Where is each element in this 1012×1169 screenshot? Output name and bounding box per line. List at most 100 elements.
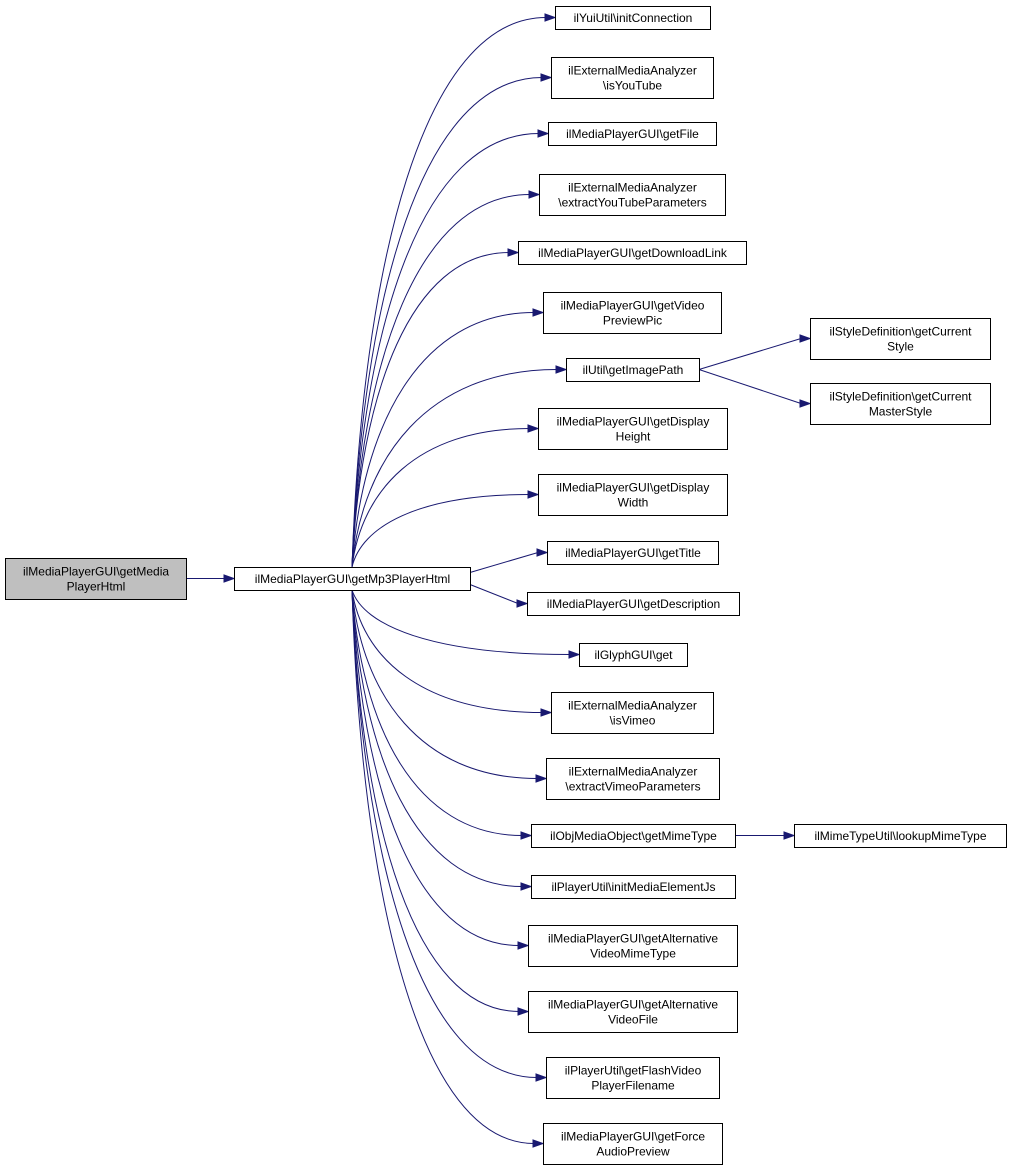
node-box (528, 991, 738, 1033)
edge-line (351, 589, 535, 1144)
node-mp3[interactable]: ilMediaPlayerGUI\getMp3PlayerHtml (234, 567, 471, 591)
edge-mp3-to-isYouTube (351, 73, 553, 568)
node-extractYouTube[interactable]: ilExternalMediaAnalyzer\extractYouTubePa… (539, 174, 726, 216)
edge-mp3-to-getAltVideoMimeType (351, 589, 530, 950)
arrowhead-icon (544, 13, 557, 22)
edge-root-to-mp3 (186, 574, 236, 583)
node-box (810, 383, 991, 425)
node-label: ilExternalMediaAnalyzer (568, 64, 697, 78)
arrowhead-icon (528, 190, 541, 199)
edges-layer (186, 13, 812, 1148)
node-getFile[interactable]: ilMediaPlayerGUI\getFile (548, 122, 717, 146)
edge-mp3-to-getDisplayHeight (351, 424, 540, 568)
node-label: AudioPreview (596, 1145, 670, 1159)
edge-mp3-to-getDownloadLink (351, 248, 520, 568)
arrowhead-icon (540, 708, 553, 717)
node-label: ilGlyphGUI\get (594, 648, 673, 662)
edge-mp3-to-extractYouTube (351, 190, 541, 568)
edge-line (698, 338, 802, 370)
edge-line (351, 17, 547, 568)
arrowhead-icon (532, 308, 545, 317)
edge-line (351, 589, 520, 1012)
arrowhead-icon (223, 574, 236, 583)
node-label: \extractYouTubeParameters (558, 196, 707, 210)
edge-line (351, 589, 571, 655)
node-getDownloadLink[interactable]: ilMediaPlayerGUI\getDownloadLink (518, 241, 747, 265)
node-label: PreviewPic (603, 314, 662, 328)
node-label: ilMediaPlayerGUI\getForce (561, 1130, 705, 1144)
edge-mp3-to-getAltVideoFile (351, 589, 530, 1016)
node-isVimeo[interactable]: ilExternalMediaAnalyzer\isVimeo (551, 692, 714, 734)
node-box (551, 57, 714, 99)
node-label: \extractVimeoParameters (565, 780, 700, 794)
edge-mp3-to-getDescription (469, 584, 529, 608)
node-initConnection[interactable]: ilYuiUtil\initConnection (555, 6, 711, 30)
edge-getImagePath-to-getCurrentStyle (698, 334, 812, 370)
edge-mp3-to-glyphGet (351, 589, 581, 659)
edge-line (351, 252, 510, 568)
node-box (538, 408, 728, 450)
node-box (566, 358, 700, 382)
arrowhead-icon (540, 73, 553, 82)
node-getTitle[interactable]: ilMediaPlayerGUI\getTitle (547, 541, 719, 565)
edge-line (351, 77, 543, 568)
node-label: PlayerHtml (67, 580, 126, 594)
node-box (531, 875, 736, 899)
node-label: ilExternalMediaAnalyzer (569, 765, 698, 779)
node-label: ilMediaPlayerGUI\getDownloadLink (538, 246, 728, 260)
edge-line (351, 312, 535, 568)
arrowhead-icon (537, 129, 550, 138)
node-extractVimeo[interactable]: ilExternalMediaAnalyzer\extractVimeoPara… (546, 758, 720, 800)
node-label: PlayerFilename (591, 1079, 675, 1093)
node-initMediaElementJs[interactable]: ilPlayerUtil\initMediaElementJs (531, 875, 736, 899)
edge-line (351, 133, 540, 568)
node-box (539, 174, 726, 216)
edge-mp3-to-getImagePath (351, 365, 568, 568)
node-getMimeType[interactable]: ilObjMediaObject\getMimeType (531, 824, 736, 848)
node-getDescription[interactable]: ilMediaPlayerGUI\getDescription (527, 592, 740, 616)
arrowhead-icon (520, 831, 533, 840)
arrowhead-icon (555, 365, 568, 374)
node-label: ilMediaPlayerGUI\getDisplay (557, 481, 710, 495)
edge-mp3-to-getDisplayWidth (351, 490, 540, 568)
node-box (794, 824, 1007, 848)
node-glyphGet[interactable]: ilGlyphGUI\get (579, 643, 688, 667)
edge-getMimeType-to-lookupMimeType (735, 831, 796, 840)
arrowhead-icon (532, 1139, 545, 1148)
node-getImagePath[interactable]: ilUtil\getImagePath (566, 358, 700, 382)
edge-line (351, 194, 531, 568)
arrowhead-icon (799, 399, 812, 408)
node-label: ilMediaPlayerGUI\getDisplay (557, 415, 710, 429)
node-lookupMimeType[interactable]: ilMimeTypeUtil\lookupMimeType (794, 824, 1007, 848)
node-label: ilStyleDefinition\getCurrent (829, 325, 972, 339)
edge-mp3-to-extractVimeo (351, 589, 548, 783)
node-label: \isYouTube (603, 79, 662, 93)
edge-line (351, 369, 558, 568)
node-getAltVideoMimeType[interactable]: ilMediaPlayerGUI\getAlternativeVideoMime… (528, 925, 738, 967)
node-label: MasterStyle (869, 405, 933, 419)
arrowhead-icon (520, 882, 533, 891)
edge-mp3-to-getVideoPreviewPic (351, 308, 545, 568)
node-label: ilMediaPlayerGUI\getMedia (23, 565, 169, 579)
node-isYouTube[interactable]: ilExternalMediaAnalyzer\isYouTube (551, 57, 714, 99)
edge-mp3-to-getFile (351, 129, 550, 568)
node-label: ilMimeTypeUtil\lookupMimeType (814, 829, 986, 843)
edge-mp3-to-isVimeo (351, 589, 553, 717)
node-label: ilStyleDefinition\getCurrent (829, 390, 972, 404)
arrowhead-icon (507, 248, 520, 257)
node-box (518, 241, 747, 265)
edge-line (351, 589, 538, 779)
node-box (555, 6, 711, 30)
node-box (546, 1057, 720, 1099)
node-box (531, 824, 736, 848)
